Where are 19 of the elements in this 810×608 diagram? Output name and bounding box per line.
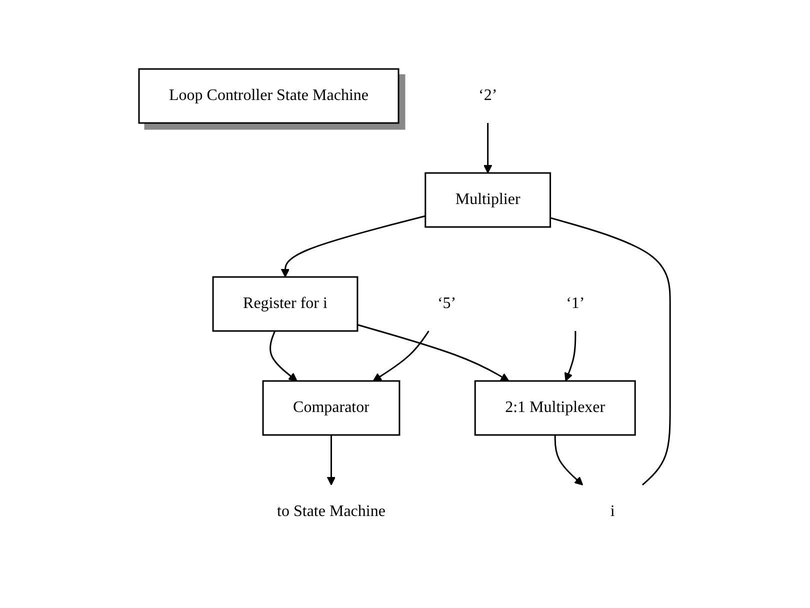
node-text: ‘5’ — [438, 294, 457, 312]
arrow — [373, 330, 430, 382]
arrow — [358, 324, 510, 382]
arrow — [327, 435, 336, 486]
node-text: to State Machine — [277, 502, 386, 520]
arrow — [554, 435, 584, 486]
node-box: Register for i — [212, 276, 359, 332]
arrow — [484, 123, 493, 174]
node-box: Multiplier — [425, 172, 552, 228]
arrow — [564, 331, 577, 382]
connector — [550, 217, 672, 486]
node-box: Comparator — [262, 380, 401, 436]
node-text: i — [610, 502, 616, 520]
node-text: ‘2’ — [478, 87, 498, 104]
arrow — [281, 215, 426, 278]
node-box: Loop Controller State Machine — [138, 68, 400, 124]
node-text: ‘1’ — [566, 294, 586, 312]
arrow — [270, 330, 298, 382]
node-box: 2:1 Multiplexer — [474, 380, 636, 436]
